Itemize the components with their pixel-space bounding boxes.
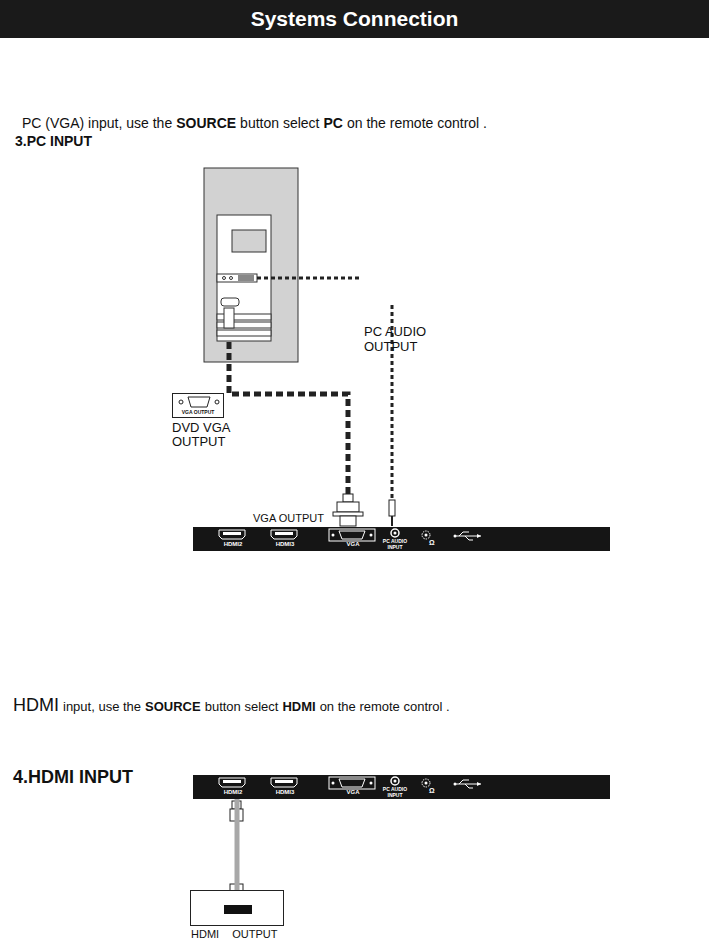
instruction-text: PC	[323, 115, 342, 131]
instruction-line: HDMIinput, use theSOURCEbutton selectHDM…	[13, 695, 454, 716]
hdmi-output-device: HDMI OUTPUT	[190, 890, 284, 926]
audio-wire	[257, 277, 360, 280]
cable-line	[235, 799, 240, 890]
port-label: HDMI2	[219, 541, 247, 548]
device-label: DVD VGA OUTPUT	[172, 421, 236, 449]
page-title: Systems Connection	[0, 0, 709, 38]
section-heading: 3.PC INPUT	[15, 133, 709, 149]
cable-label: VGA OUTPUT	[253, 512, 709, 525]
instruction-text: SOURCE	[176, 115, 236, 131]
header-bar	[0, 0, 709, 38]
port-icons	[173, 394, 225, 419]
instruction-line: PC (VGA) input, use theSOURCEbutton sele…	[22, 115, 491, 131]
port-label: Ω	[429, 539, 439, 547]
device-label: HDMI OUTPUT	[191, 928, 283, 940]
vga-cable	[229, 342, 348, 494]
port-label: PC AUDIO INPUT	[382, 539, 408, 550]
port-label: VGA	[339, 541, 367, 548]
vga-output-device: VGA OUTPUTDVD VGA OUTPUT	[172, 393, 224, 418]
instruction-text: HDMI	[282, 699, 315, 714]
section-heading: 4.HDMI INPUT	[13, 767, 709, 787]
instruction-text: HDMI	[13, 695, 59, 716]
port-label: PC AUDIO INPUT	[382, 787, 408, 798]
instruction-text: PC (VGA) input, use the	[22, 115, 172, 131]
port-icons	[191, 891, 285, 927]
instruction-text: button select	[240, 115, 319, 131]
port-label: PC AUDIO OUTPUT	[364, 324, 438, 354]
instruction-text: SOURCE	[145, 699, 201, 714]
port-label: VGA OUTPUT	[173, 409, 223, 415]
audio-plug	[389, 500, 395, 516]
instruction-text: input, use the	[63, 699, 141, 714]
vga-plug	[333, 494, 363, 526]
port-label: HDMI2	[219, 789, 247, 796]
port-label: VGA	[339, 789, 367, 796]
port-label: HDMI3	[271, 789, 299, 796]
instruction-text: on the remote control .	[320, 699, 450, 714]
port-label: Ω	[429, 787, 439, 795]
hdmi-cable	[237, 799, 238, 890]
pc-tower	[204, 168, 298, 362]
instruction-text: on the remote control .	[347, 115, 487, 131]
instruction-text: button select	[205, 699, 279, 714]
audio-plug	[391, 516, 393, 526]
port-label: HDMI3	[271, 541, 299, 548]
tv-input-panel: HDMI2 HDMI3 VGA PC AUDIO INPUT Ω	[193, 775, 610, 799]
tv-input-panel: HDMI2 HDMI3 VGA PC AUDIO INPUT Ω	[193, 527, 610, 551]
